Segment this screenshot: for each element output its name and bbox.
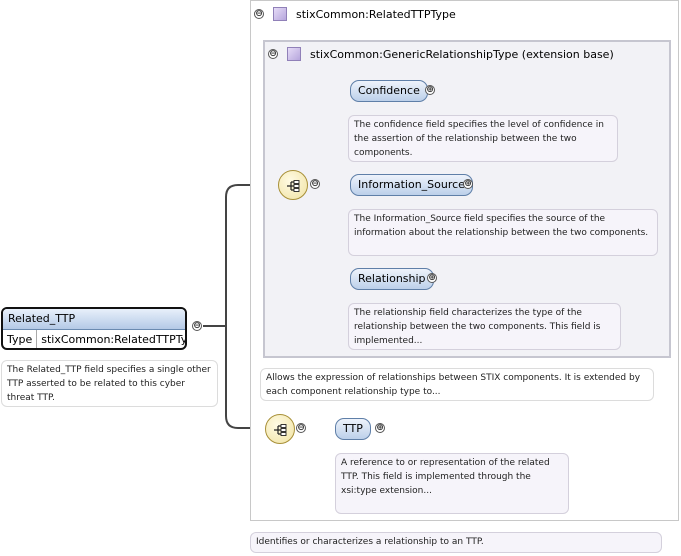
element-relationship[interactable]: Relationship (350, 268, 434, 290)
sequence-compositor-icon[interactable] (265, 414, 295, 444)
related-ttp-type-doc: Identifies or characterizes a relationsh… (250, 532, 662, 553)
outer-type-title: stixCommon:RelatedTTPType (296, 8, 456, 21)
type-label: Type (3, 330, 38, 348)
ttp-doc: A reference to or representation of the … (335, 453, 569, 514)
collapse-icon[interactable]: ⊖ (296, 423, 306, 433)
element-ttp[interactable]: TTP (335, 418, 371, 440)
complex-type-icon (273, 7, 287, 21)
root-element-related-ttp[interactable]: Related_TTP Type stixCommon:RelatedTTPTy… (1, 307, 187, 350)
information-source-doc: The Information_Source field specifies t… (348, 209, 658, 256)
collapse-icon[interactable]: ⊖ (268, 49, 278, 59)
collapse-icon[interactable]: ⊖ (310, 179, 320, 189)
expand-icon[interactable]: ⊕ (463, 179, 473, 189)
relationship-doc: The relationship field characterizes the… (348, 303, 621, 350)
confidence-doc: The confidence field specifies the level… (348, 115, 618, 162)
type-value: stixCommon:RelatedTTPType (41, 333, 187, 346)
root-element-name: Related_TTP (3, 309, 185, 330)
generic-relationship-doc: Allows the expression of relationships b… (260, 368, 654, 401)
expand-icon[interactable]: ⊕ (427, 273, 437, 283)
element-information-source[interactable]: Information_Source (350, 174, 473, 196)
collapse-icon[interactable]: ⊖ (254, 9, 264, 19)
complex-type-icon (287, 47, 301, 61)
expand-icon[interactable]: ⊕ (425, 85, 435, 95)
inner-type-title: stixCommon:GenericRelationshipType (exte… (310, 48, 614, 61)
element-confidence[interactable]: Confidence (350, 80, 428, 102)
root-type-row: Type stixCommon:RelatedTTPType (3, 330, 187, 348)
sequence-compositor-icon[interactable] (278, 170, 308, 200)
root-doc: The Related_TTP field specifies a single… (1, 360, 218, 407)
collapse-icon[interactable]: ⊖ (192, 321, 202, 331)
expand-icon[interactable]: ⊕ (375, 423, 385, 433)
